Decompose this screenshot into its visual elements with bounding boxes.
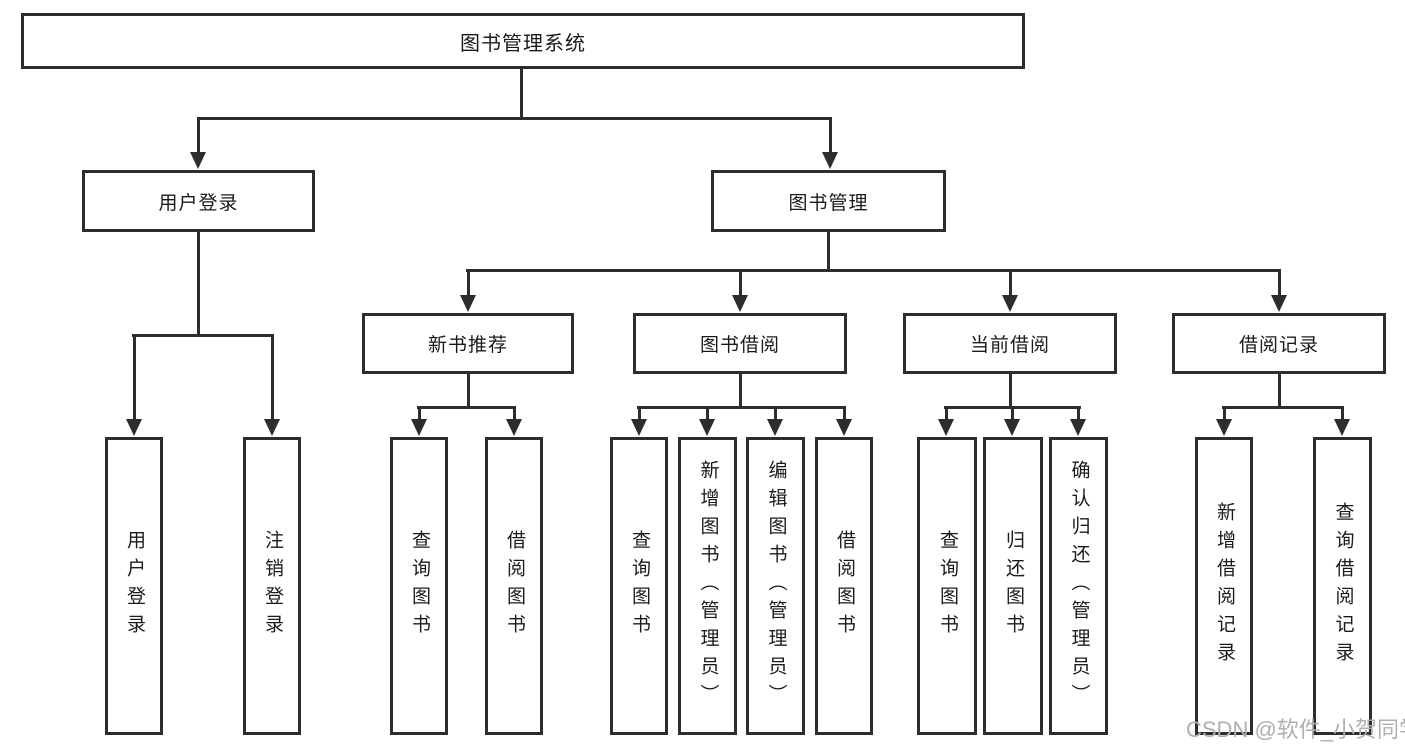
leaf-bookborrow-borrow: 借阅图书	[815, 437, 873, 735]
leaf-record-query: 查询借阅记录	[1313, 437, 1372, 735]
arrow-bb-add	[699, 419, 715, 436]
node-book-borrow: 图书借阅	[633, 313, 847, 374]
connector-new-book-stem	[467, 374, 470, 407]
leaf-currentborrow-return: 归还图书	[983, 437, 1043, 735]
connector-drop-borrow-record	[1278, 272, 1281, 296]
arrow-br-add	[1216, 419, 1232, 436]
arrow-nb-borrow	[506, 419, 522, 436]
arrow-book-mgmt	[822, 152, 838, 169]
arrow-cb-return	[1004, 419, 1020, 436]
connector-book-borrow-stem	[739, 374, 742, 407]
connector-drop-br-add	[1223, 409, 1226, 420]
arrow-leaf-user-login	[126, 419, 142, 436]
connector-new-book-rail	[417, 406, 516, 409]
node-user-login: 用户登录	[82, 170, 315, 232]
leaf-bookborrow-add: 新增图书（管理员）	[678, 437, 737, 735]
connector-user-login-rail	[132, 334, 274, 337]
leaf-record-add: 新增借阅记录	[1195, 437, 1253, 735]
arrow-leaf-logout	[264, 419, 280, 436]
connector-borrow-record-stem	[1278, 374, 1281, 407]
connector-drop-bb-borrow	[843, 409, 846, 420]
connector-book-borrow-rail	[637, 406, 846, 409]
arrow-nb-query	[411, 419, 427, 436]
connector-drop-book-mgmt	[829, 120, 832, 153]
leaf-newbook-borrow: 借阅图书	[485, 437, 543, 735]
connector-book-mgmt-stem	[827, 232, 830, 270]
connector-level3-rail	[466, 269, 1281, 272]
connector-drop-book-borrow	[739, 272, 742, 296]
leaf-currentborrow-query: 查询图书	[917, 437, 977, 735]
connector-drop-cb-return	[1011, 409, 1014, 420]
connector-drop-nb-borrow	[513, 409, 516, 420]
arrow-bb-query	[631, 419, 647, 436]
leaf-user-login: 用户登录	[105, 437, 163, 735]
arrow-borrow-record	[1271, 295, 1287, 312]
arrow-cb-query	[938, 419, 954, 436]
leaf-logout: 注销登录	[243, 437, 301, 735]
connector-drop-leaf-logout	[271, 337, 274, 420]
node-new-book: 新书推荐	[362, 313, 574, 374]
connector-drop-nb-query	[418, 409, 421, 420]
connector-borrow-record-rail	[1222, 406, 1344, 409]
connector-drop-leaf-user-login	[133, 337, 136, 420]
arrow-current-borrow	[1002, 295, 1018, 312]
leaf-bookborrow-edit: 编辑图书（管理员）	[746, 437, 805, 735]
connector-drop-cb-confirm	[1077, 409, 1080, 420]
connector-current-borrow-rail	[944, 406, 1081, 409]
node-current-borrow: 当前借阅	[903, 313, 1117, 374]
connector-drop-cb-query	[945, 409, 948, 420]
arrow-bb-borrow	[836, 419, 852, 436]
connector-drop-bb-query	[638, 409, 641, 420]
arrow-cb-confirm	[1070, 419, 1086, 436]
connector-drop-bb-edit	[774, 409, 777, 420]
connector-user-login-stem	[197, 232, 200, 336]
leaf-bookborrow-query: 查询图书	[610, 437, 668, 735]
connector-drop-new-book	[467, 272, 470, 296]
arrow-bb-edit	[767, 419, 783, 436]
node-root: 图书管理系统	[21, 13, 1025, 69]
connector-drop-bb-add	[706, 409, 709, 420]
arrow-new-book	[460, 295, 476, 312]
connector-drop-br-query	[1341, 409, 1344, 420]
node-borrow-record: 借阅记录	[1172, 313, 1386, 374]
leaf-newbook-query: 查询图书	[390, 437, 448, 735]
arrow-user-login	[190, 152, 206, 169]
arrow-book-borrow	[732, 295, 748, 312]
connector-level2-rail	[197, 117, 832, 120]
leaf-currentborrow-confirm: 确认归还（管理员）	[1049, 437, 1108, 735]
arrow-br-query	[1334, 419, 1350, 436]
node-book-mgmt: 图书管理	[711, 170, 946, 232]
connector-current-borrow-stem	[1009, 374, 1012, 407]
connector-drop-current-borrow	[1009, 272, 1012, 296]
csdn-watermark: CSDN @软件_小贺同学	[1186, 717, 1405, 742]
connector-drop-user-login	[197, 120, 200, 153]
connector-root-stem	[520, 69, 523, 118]
